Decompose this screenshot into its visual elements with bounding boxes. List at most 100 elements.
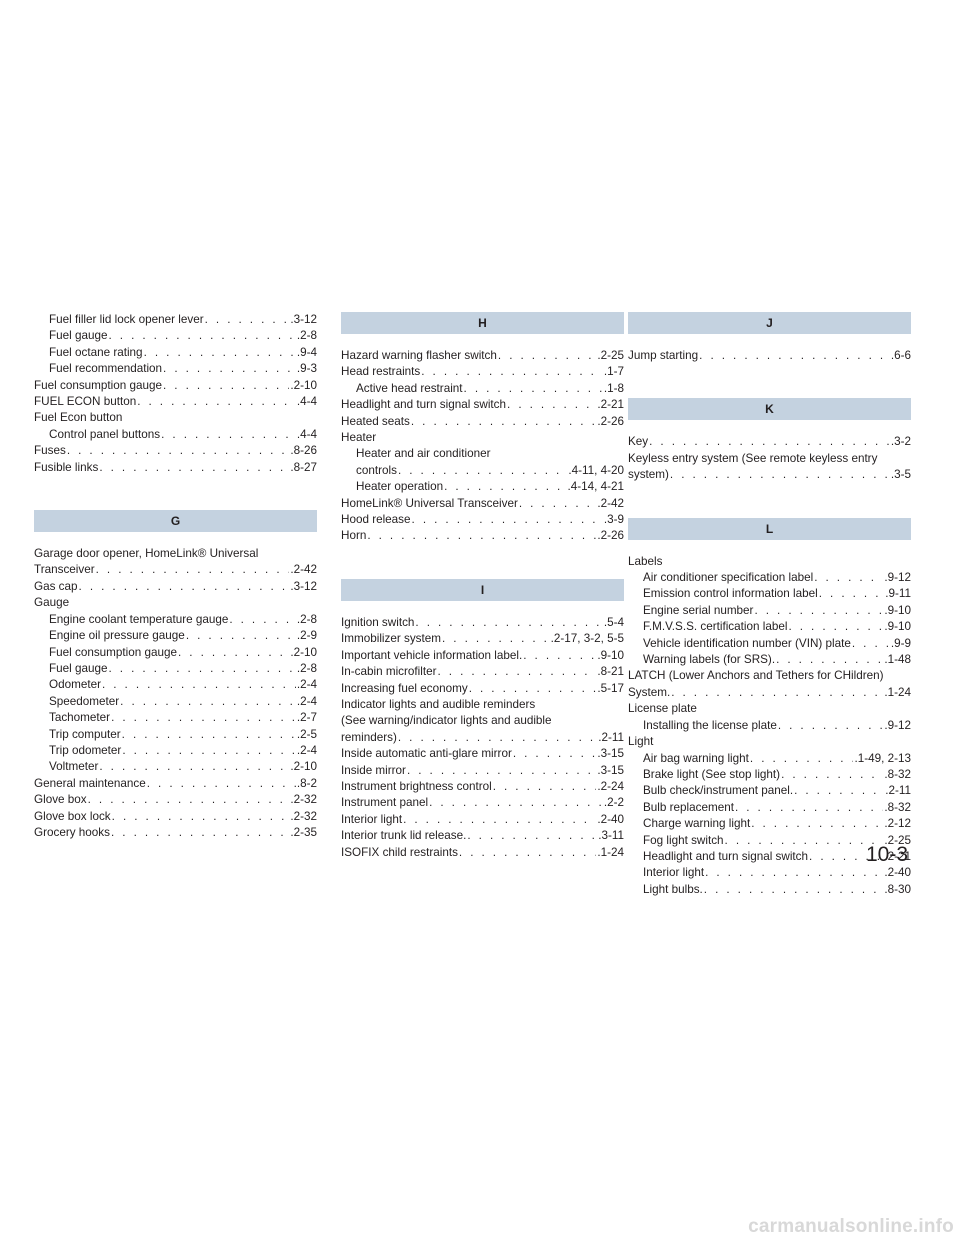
index-entry: Key. . . . . . . . . . . . . . . . . . .…: [628, 434, 911, 450]
index-entry: Active head restraint. . . . . . . . . .…: [341, 381, 624, 397]
dot-leader: . . . . . . . . . . . . . . . . . . . . …: [749, 751, 854, 765]
entry-label: Fog light switch: [643, 833, 724, 847]
dot-leader: . . . . . . . . . . . . . . . . . . . . …: [444, 480, 566, 494]
index-entry: Hood release. . . . . . . . . . . . . . …: [341, 512, 624, 528]
entry-page-ref: .2-21: [884, 849, 911, 863]
index-entry: Bulb replacement. . . . . . . . . . . . …: [628, 800, 911, 816]
dot-leader: . . . . . . . . . . . . . . . . . . . . …: [669, 468, 890, 482]
section-header-i: I: [341, 578, 624, 601]
entry-page-ref: .4-14, 4-21: [567, 480, 624, 494]
index-entry-line: Gauge: [34, 596, 70, 610]
index-entry-line: Keyless entry system (See remote keyless…: [628, 451, 878, 465]
entry-page-ref: .2-42: [597, 496, 624, 510]
dot-leader: . . . . . . . . . . . . . . . . . . . . …: [776, 653, 884, 667]
entry-page-ref: .3-12: [290, 579, 317, 593]
dot-leader: . . . . . . . . . . . . . . . . . . . . …: [121, 727, 296, 741]
entry-label: Engine coolant temperature gauge: [49, 612, 229, 626]
index-entry-line: Fuel Econ button: [34, 411, 123, 425]
index-entry: Charge warning light. . . . . . . . . . …: [628, 816, 911, 832]
dot-leader: . . . . . . . . . . . . . . . . . . . . …: [178, 645, 289, 659]
entry-label: Fuel recommendation: [49, 362, 163, 376]
index-entry: Inside mirror. . . . . . . . . . . . . .…: [341, 763, 624, 779]
dot-leader: . . . . . . . . . . . . . . . . . . . . …: [122, 743, 296, 757]
index-entry: F.M.V.S.S. certification label. . . . . …: [628, 619, 911, 635]
dot-leader: . . . . . . . . . . . . . . . . . . . . …: [111, 825, 289, 839]
dot-leader: . . . . . . . . . . . . . . . . . . . . …: [421, 365, 603, 379]
entry-page-ref: .2-25: [597, 349, 624, 362]
entry-label: HomeLink® Universal Transceiver: [341, 496, 518, 510]
entry-page-ref: .2-11: [885, 784, 911, 798]
dot-leader: . . . . . . . . . . . . . . . . . . . . …: [809, 849, 883, 863]
index-entry: Instrument panel. . . . . . . . . . . . …: [341, 795, 624, 811]
dot-leader: . . . . . . . . . . . . . . . . . . . . …: [163, 362, 296, 376]
entry-label: Engine serial number: [643, 603, 754, 617]
index-entry: Speedometer. . . . . . . . . . . . . . .…: [34, 694, 317, 710]
entry-label: Glove box: [34, 793, 87, 807]
index-entry: Hazard warning flasher switch. . . . . .…: [341, 348, 624, 364]
dot-leader: . . . . . . . . . . . . . . . . . . . . …: [492, 779, 597, 793]
entry-page-ref: .8-27: [290, 460, 317, 474]
entry-label: system): [628, 468, 669, 482]
dot-leader: . . . . . . . . . . . . . . . . . . . . …: [101, 678, 296, 692]
entry-label: Charge warning light: [643, 817, 751, 831]
entry-label: Interior trunk lid release.: [341, 829, 467, 843]
index-entry: Light bulbs.. . . . . . . . . . . . . . …: [628, 882, 911, 898]
index-entry: Trip odometer. . . . . . . . . . . . . .…: [34, 743, 317, 759]
dot-leader: . . . . . . . . . . . . . . . . . . . . …: [734, 800, 883, 814]
index-entry: controls. . . . . . . . . . . . . . . . …: [341, 463, 624, 479]
entry-page-ref: .1-7: [603, 365, 624, 379]
index-entry: Glove box. . . . . . . . . . . . . . . .…: [34, 792, 317, 808]
dot-leader: . . . . . . . . . . . . . . . . . . . . …: [754, 603, 883, 617]
entry-label: Trip odometer: [49, 743, 122, 757]
dot-leader: . . . . . . . . . . . . . . . . . . . . …: [367, 529, 596, 543]
entry-page-ref: .8-32: [884, 800, 911, 814]
entry-page-ref: .1-49, 2-13: [854, 751, 911, 765]
index-entry: Important vehicle information label.. . …: [341, 648, 624, 664]
dot-leader: . . . . . . . . . . . . . . . . . . . . …: [458, 845, 596, 859]
dot-leader: . . . . . . . . . . . . . . . . . . . . …: [406, 763, 596, 777]
entry-page-ref: .8-21: [597, 665, 624, 679]
entry-label: Fuel consumption gauge: [34, 378, 162, 392]
entry-page-ref: .2-12: [884, 817, 911, 831]
entry-page-ref: .3-15: [597, 763, 624, 777]
entry-page-ref: .3-12: [290, 313, 317, 326]
entry-page-ref: .2-11: [598, 730, 624, 744]
entry-page-ref: .2-4: [296, 678, 317, 692]
dot-leader: . . . . . . . . . . . . . . . . . . . . …: [111, 809, 290, 823]
dot-leader: . . . . . . . . . . . . . . . . . . . . …: [751, 817, 883, 831]
entry-page-ref: .3-15: [597, 747, 624, 761]
index-entry: Engine oil pressure gauge. . . . . . . .…: [34, 628, 317, 644]
index-entry: Interior trunk lid release.. . . . . . .…: [341, 828, 624, 844]
entry-page-ref: .9-10: [597, 648, 624, 662]
entry-label: ISOFIX child restraints: [341, 845, 458, 859]
index-entry-line: Heater and air conditioner: [356, 447, 491, 461]
dot-leader: . . . . . . . . . . . . . . . . . . . . …: [814, 571, 883, 585]
index-entry: Voltmeter. . . . . . . . . . . . . . . .…: [34, 759, 317, 775]
entry-label: controls: [356, 463, 397, 477]
entry-label: Key: [628, 435, 649, 449]
dot-leader: . . . . . . . . . . . . . . . . . . . . …: [699, 349, 890, 362]
entry-page-ref: .1-48: [884, 653, 911, 667]
entry-page-ref: .2-26: [597, 414, 624, 428]
dot-leader: . . . . . . . . . . . . . . . . . . . . …: [410, 414, 596, 428]
entry-label: Bulb check/instrument panel.: [643, 784, 794, 798]
index-entry: system). . . . . . . . . . . . . . . . .…: [628, 467, 911, 483]
dot-leader: . . . . . . . . . . . . . . . . . . . . …: [108, 329, 295, 343]
entry-label: Emission control information label: [643, 587, 818, 601]
index-entry-line: Light: [628, 735, 654, 749]
entry-page-ref: .2-26: [597, 529, 624, 543]
dot-leader: . . . . . . . . . . . . . . . . . . . . …: [163, 378, 289, 392]
entry-page-ref: .9-3: [296, 362, 317, 376]
dot-leader: . . . . . . . . . . . . . . . . . . . . …: [66, 444, 290, 458]
entry-label: Fuses: [34, 444, 66, 458]
dot-leader: . . . . . . . . . . . . . . . . . . . . …: [87, 793, 290, 807]
index-entry: Fusible links. . . . . . . . . . . . . .…: [34, 460, 317, 476]
dot-leader: . . . . . . . . . . . . . . . . . . . . …: [415, 615, 602, 629]
index-entry: reminders). . . . . . . . . . . . . . . …: [341, 730, 624, 746]
index-entry: Vehicle identification number (VIN) plat…: [628, 636, 911, 652]
index-entry: ISOFIX child restraints. . . . . . . . .…: [341, 845, 624, 861]
entry-page-ref: .1-24: [884, 685, 911, 699]
entry-label: Control panel buttons: [49, 427, 161, 441]
entry-label: reminders): [341, 730, 397, 744]
